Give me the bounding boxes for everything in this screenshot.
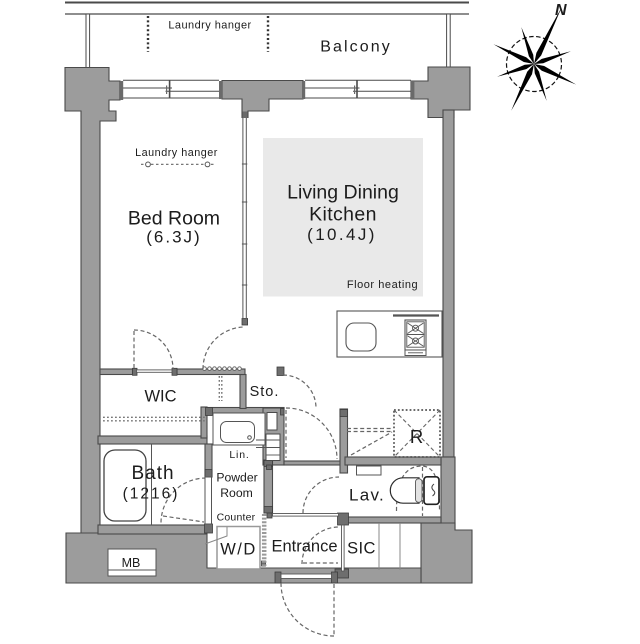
svg-text:(6.3J): (6.3J) — [146, 228, 201, 247]
svg-text:R: R — [410, 426, 423, 447]
svg-text:Floor heating: Floor heating — [347, 279, 418, 291]
svg-text:(1216): (1216) — [123, 486, 180, 503]
svg-text:Laundry hanger: Laundry hanger — [168, 20, 251, 32]
svg-text:Kitchen: Kitchen — [309, 204, 377, 226]
svg-text:MB: MB — [122, 556, 141, 570]
svg-text:Room: Room — [220, 486, 253, 500]
svg-text:N: N — [555, 2, 567, 19]
svg-text:(10.4J): (10.4J) — [307, 225, 377, 244]
svg-text:Entrance: Entrance — [271, 538, 337, 556]
svg-text:W/D: W/D — [220, 541, 257, 559]
svg-text:Bed Room: Bed Room — [128, 208, 220, 230]
svg-text:Laundry hanger: Laundry hanger — [135, 147, 218, 159]
svg-text:Living Dining: Living Dining — [287, 182, 399, 204]
svg-text:Sto.: Sto. — [250, 384, 280, 400]
svg-text:SIC: SIC — [347, 540, 376, 558]
svg-text:Balcony: Balcony — [320, 39, 392, 56]
svg-text:Powder: Powder — [216, 471, 257, 485]
svg-text:Lin.: Lin. — [229, 449, 249, 461]
svg-text:Bath: Bath — [131, 463, 174, 484]
svg-text:Lav.: Lav. — [349, 486, 385, 505]
svg-text:Counter: Counter — [217, 512, 256, 524]
svg-text:WIC: WIC — [144, 388, 176, 406]
